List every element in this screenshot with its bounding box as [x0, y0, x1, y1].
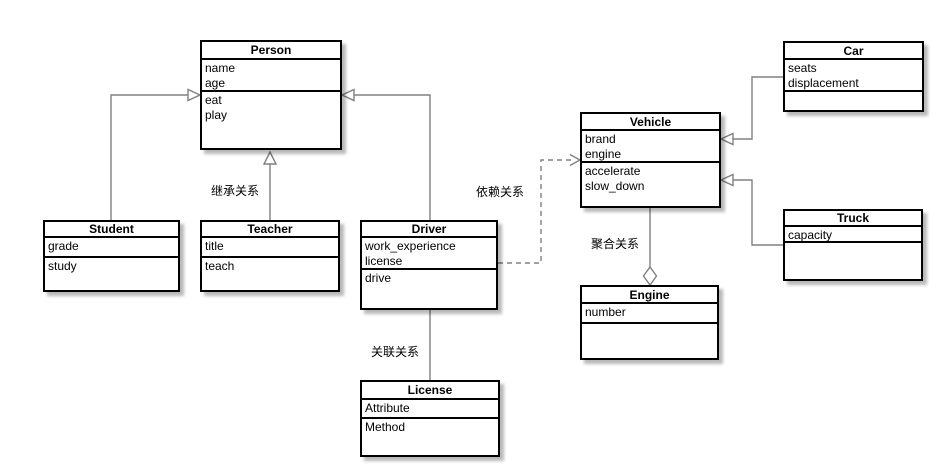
class-vehicle-title: Vehicle — [582, 114, 719, 131]
open-arrow-icon — [569, 153, 582, 167]
class-engine[interactable]: Engine number — [580, 285, 719, 360]
class-engine-attributes: number — [582, 304, 717, 324]
label-association: 关联关系 — [371, 345, 420, 359]
edge-truck-vehicle-inheritance[interactable] — [719, 173, 783, 246]
attribute-row: age — [205, 76, 226, 90]
attribute-row: work_experience — [365, 239, 456, 253]
class-driver-title: Driver — [362, 222, 496, 238]
attribute-row: brand — [585, 132, 616, 146]
class-driver-attributes: work_experience license — [362, 238, 496, 270]
label-dependency: 依赖关系 — [476, 185, 525, 199]
edge-teacher-person-inheritance[interactable] — [262, 150, 278, 220]
class-car-attributes: seats displacement — [785, 60, 922, 92]
class-teacher-methods: teach — [202, 258, 338, 290]
label-inheritance: 继承关系 — [211, 184, 260, 198]
class-teacher-title: Teacher — [202, 222, 338, 238]
attribute-row: number — [585, 305, 626, 319]
attribute-row: grade — [48, 239, 79, 253]
class-student-methods: study — [45, 258, 178, 290]
class-truck-methods — [785, 243, 921, 279]
method-row: study — [48, 259, 77, 273]
class-truck[interactable]: Truck capacity — [783, 209, 923, 281]
method-row: Method — [365, 420, 406, 434]
edge-car-vehicle-inheritance[interactable] — [719, 76, 783, 146]
class-truck-title: Truck — [785, 211, 921, 227]
attribute-row: license — [365, 254, 403, 268]
class-student[interactable]: Student grade study — [43, 220, 180, 292]
class-driver-methods: drive — [362, 270, 496, 308]
class-car-title: Car — [785, 43, 922, 60]
class-license-methods: Method — [362, 419, 498, 455]
class-driver[interactable]: Driver work_experience license drive — [360, 220, 498, 310]
class-license[interactable]: License Attribute Method — [360, 380, 500, 457]
class-car-methods — [785, 92, 922, 110]
attribute-row: Attribute — [365, 401, 410, 415]
class-vehicle-methods: accelerate slow_down — [582, 163, 719, 206]
class-license-attributes: Attribute — [362, 400, 498, 419]
inheritance-triangle-icon — [187, 88, 202, 102]
method-row: slow_down — [585, 179, 645, 193]
label-aggregation: 聚合关系 — [591, 237, 640, 251]
edge-student-person-inheritance[interactable] — [110, 88, 202, 221]
attribute-row: displacement — [788, 76, 859, 90]
method-row: drive — [365, 271, 392, 285]
class-person-attributes: name age — [202, 60, 340, 92]
edge-driver-vehicle-dependency[interactable] — [498, 153, 582, 264]
inheritance-triangle-icon — [262, 150, 278, 165]
class-teacher-attributes: title — [202, 238, 338, 258]
inheritance-triangle-icon — [719, 132, 734, 146]
edge-vehicle-engine-aggregation[interactable] — [642, 208, 658, 287]
class-engine-methods — [582, 324, 717, 358]
inheritance-triangle-icon — [719, 173, 734, 187]
method-row: teach — [205, 259, 235, 273]
method-row: play — [205, 108, 228, 122]
inheritance-triangle-icon — [340, 88, 355, 102]
class-vehicle[interactable]: Vehicle brand engine accelerate slow_dow… — [580, 112, 721, 208]
method-row: eat — [205, 93, 222, 107]
aggregation-diamond-icon — [642, 265, 658, 287]
class-person-title: Person — [202, 42, 340, 60]
attribute-row: capacity — [788, 228, 833, 242]
class-license-title: License — [362, 382, 498, 400]
method-row: accelerate — [585, 164, 641, 178]
class-person[interactable]: Person name age eat play — [200, 40, 342, 150]
class-car[interactable]: Car seats displacement — [783, 41, 924, 112]
class-person-methods: eat play — [202, 92, 340, 148]
class-truck-attributes: capacity — [785, 227, 921, 243]
class-student-title: Student — [45, 222, 178, 238]
edge-driver-person-inheritance[interactable] — [340, 88, 431, 221]
attribute-row: seats — [788, 61, 817, 75]
class-student-attributes: grade — [45, 238, 178, 258]
class-teacher[interactable]: Teacher title teach — [200, 220, 340, 292]
attribute-row: title — [205, 239, 224, 253]
attribute-row: name — [205, 61, 236, 75]
class-engine-title: Engine — [582, 287, 717, 304]
class-vehicle-attributes: brand engine — [582, 131, 719, 163]
attribute-row: engine — [585, 147, 622, 161]
